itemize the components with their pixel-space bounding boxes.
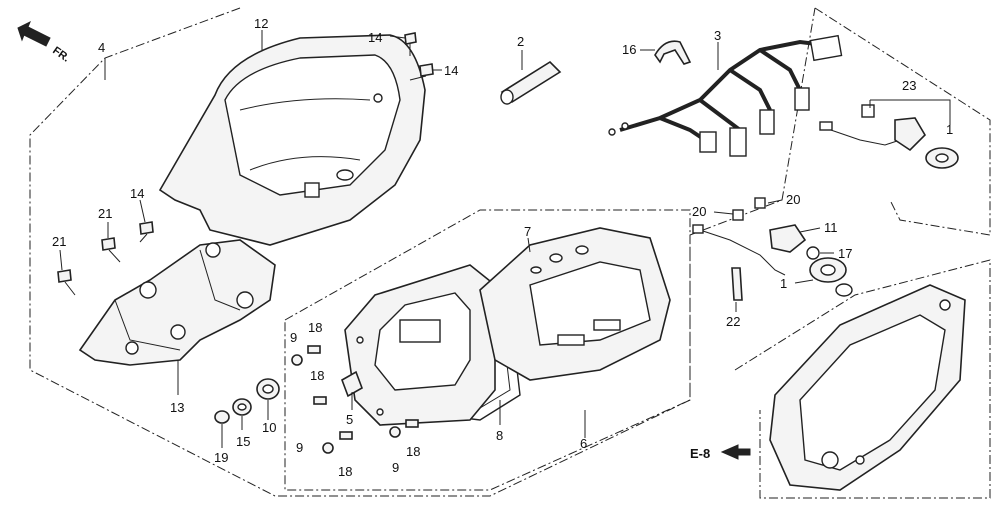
- callout-7: 7: [524, 224, 531, 239]
- grommets-10-15-19: [214, 378, 280, 424]
- callout-21-upper: 21: [98, 206, 112, 221]
- callout-15: 15: [236, 434, 250, 449]
- callout-21-lower: 21: [52, 234, 66, 249]
- rear-case-cover: [769, 284, 966, 491]
- callout-17: 17: [838, 246, 852, 261]
- leader-lines: [59, 30, 951, 448]
- group-boundary-cover: [734, 259, 991, 499]
- part-16-clip: [654, 40, 692, 65]
- callout-22: 22: [726, 314, 740, 329]
- callout-1-upper: 1: [946, 122, 953, 137]
- front-direction-arrow-icon: [17, 20, 51, 47]
- callout-labels: 4 12 14 14 2 16 3 23 1 14 21 21 13 10 15…: [52, 16, 953, 479]
- screws-14-21: [57, 32, 434, 296]
- callout-10: 10: [262, 420, 276, 435]
- meter-case-assembly: [344, 264, 496, 426]
- callout-14-top: 14: [368, 30, 382, 45]
- callout-13: 13: [170, 400, 184, 415]
- callout-4: 4: [98, 40, 105, 55]
- reference-label: E-8: [690, 446, 710, 461]
- callout-14-left: 14: [130, 186, 144, 201]
- screws-9-18: [291, 345, 419, 454]
- part-11-switch-assembly: [692, 197, 853, 297]
- front-direction-label: FR.: [50, 45, 71, 65]
- callout-11: 11: [824, 220, 838, 235]
- callout-9-upper: 9: [290, 330, 297, 345]
- callout-18-lower-left: 18: [338, 464, 352, 479]
- group-boundary-right: [814, 7, 991, 236]
- callout-9-lower-right: 9: [392, 460, 399, 475]
- callout-20-right: 20: [786, 192, 800, 207]
- part-23-sensor-assembly: [819, 104, 959, 169]
- callout-2: 2: [517, 34, 524, 49]
- callout-18-lower-right: 18: [406, 444, 420, 459]
- part-13-meter-stay: [78, 239, 276, 366]
- callout-1-lower: 1: [780, 276, 787, 291]
- group-boundary-gauge: [284, 209, 691, 491]
- part-12-meter-visor: [158, 34, 426, 246]
- callout-19: 19: [214, 450, 228, 465]
- callout-18-middle: 18: [310, 368, 324, 383]
- callout-5: 5: [346, 412, 353, 427]
- callout-23: 23: [902, 78, 916, 93]
- callout-9-lower-left: 9: [296, 440, 303, 455]
- callout-20-left: 20: [692, 204, 706, 219]
- part-7-meter-panel: [479, 227, 671, 381]
- reference-arrow-icon: [720, 444, 751, 460]
- callout-8: 8: [496, 428, 503, 443]
- callout-18-upper: 18: [308, 320, 322, 335]
- part-5-clip: [341, 370, 363, 398]
- callout-12: 12: [254, 16, 268, 31]
- callout-14-right: 14: [444, 63, 458, 78]
- part-3-wire-harness: [608, 34, 843, 157]
- callout-6: 6: [580, 436, 587, 451]
- part-22-pin: [731, 267, 743, 301]
- callout-16: 16: [622, 42, 636, 57]
- callout-3: 3: [714, 28, 721, 43]
- part-2-tube: [500, 60, 562, 105]
